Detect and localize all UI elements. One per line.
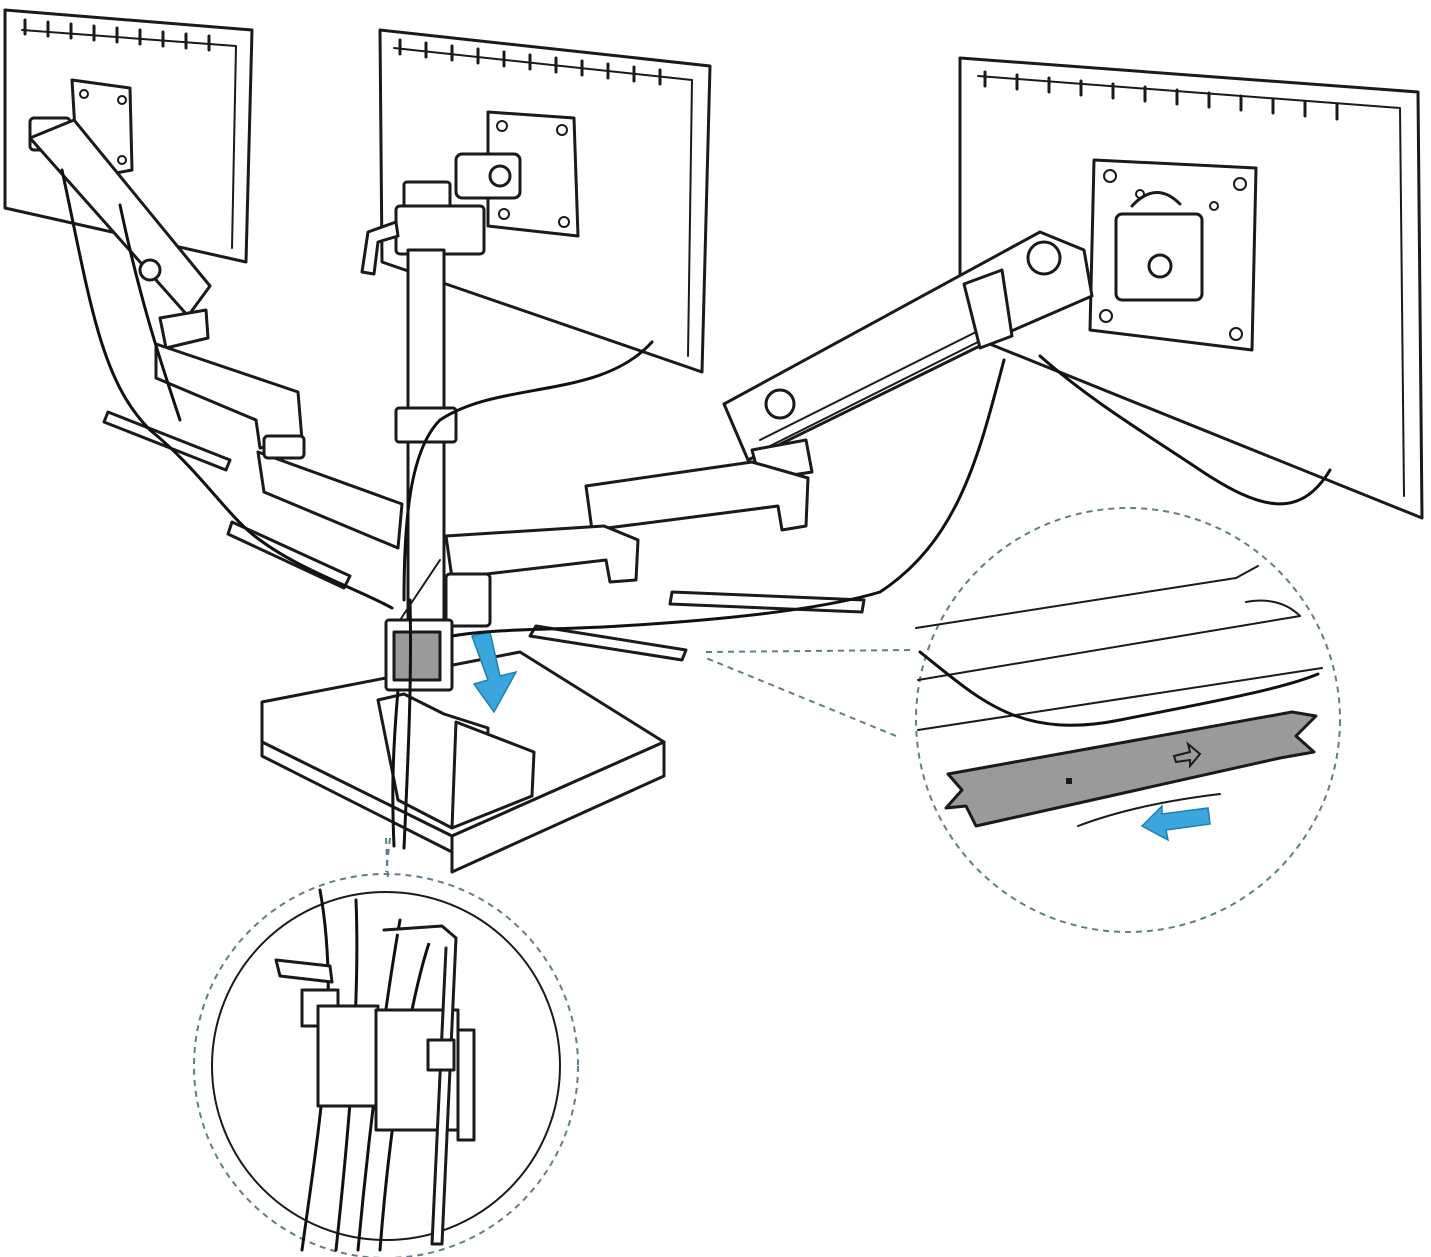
cables <box>60 168 1332 850</box>
middle-monitor <box>360 28 712 374</box>
cable-bundle-detail <box>193 837 579 1257</box>
right-monitor-vents <box>983 70 1339 121</box>
left-monitor-vents <box>23 18 211 52</box>
right-arm <box>444 230 1094 628</box>
desk-clamp <box>260 618 666 874</box>
slide-clip <box>944 710 1318 828</box>
middle-monitor-vents <box>398 38 662 86</box>
cable-clip-detail <box>705 507 1341 933</box>
arrow-right-icon <box>1172 741 1202 769</box>
left-arm <box>28 118 404 550</box>
cable-cover <box>392 630 442 682</box>
right-monitor <box>958 56 1424 520</box>
height-lock-lever <box>360 220 400 276</box>
arrow-left-icon <box>1140 804 1211 842</box>
arrow-down-icon <box>471 631 518 714</box>
